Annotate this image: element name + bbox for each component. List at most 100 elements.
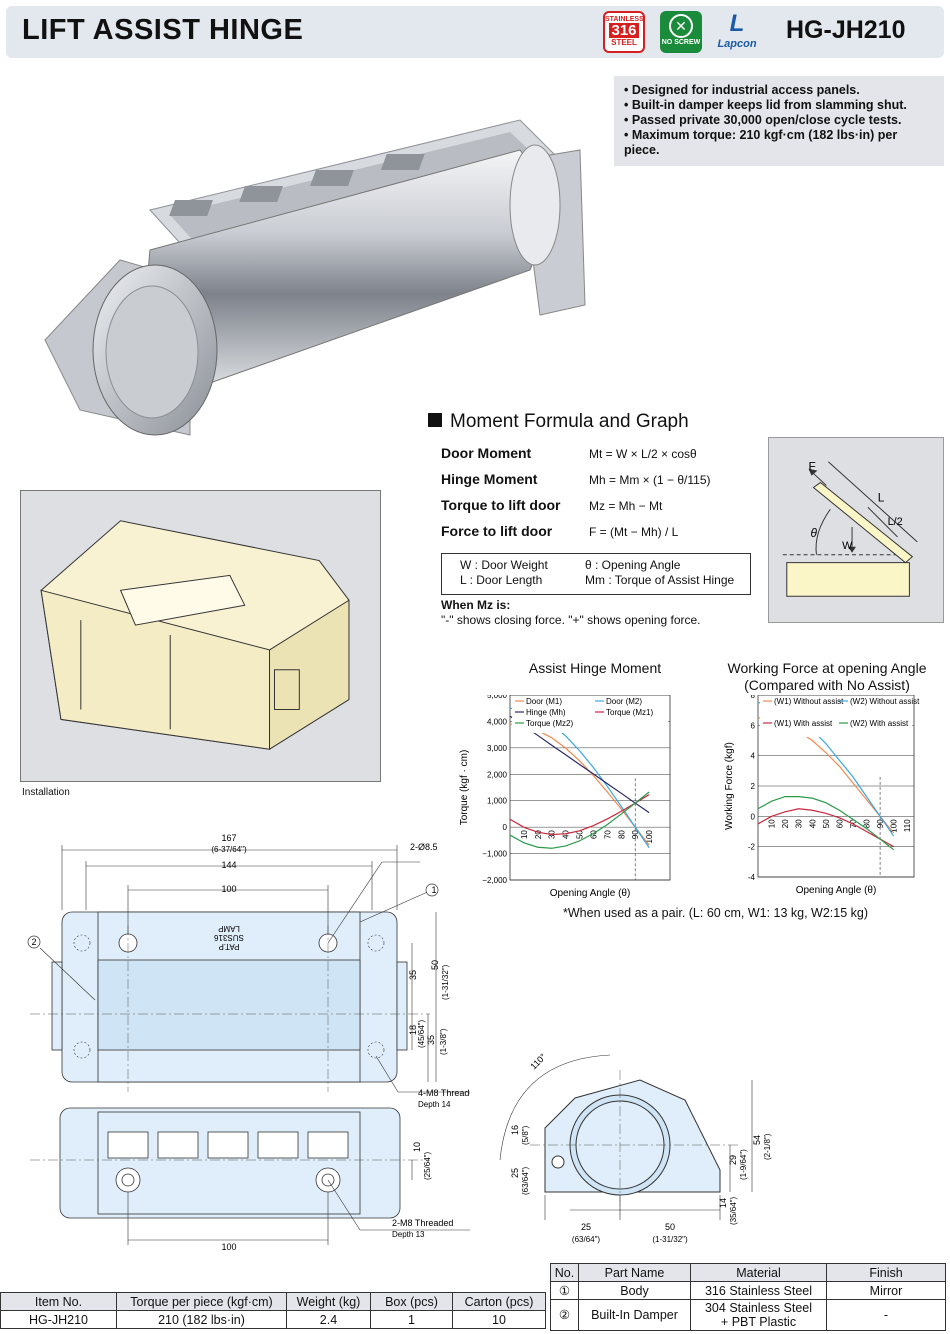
dim-100: 100 [221,884,236,894]
x-tick-label: 40 [808,819,817,828]
badge-stainless-top: STAINLESS [605,16,644,23]
lapcon-mark: L [729,10,745,37]
parts-cell: 304 Stainless Steel + PBT Plastic [690,1299,827,1331]
y-tick-label: 2 [751,782,756,791]
when-title: When Mz is: [441,598,511,612]
table-row: ② Built-In Damper 304 Stainless Steel + … [550,1299,946,1331]
left-chart-title: Assist Hinge Moment [528,660,662,676]
spec-cell: 10 [452,1310,546,1329]
badge-noscrew-label: NO SCREW [661,39,701,46]
parts-cell: ① [550,1281,579,1300]
dim-35: 35 [408,970,418,980]
diagram-f-label: F [809,460,816,474]
thread-4-m8-depth: Depth 14 [418,1100,451,1109]
y-tick-label: 4 [751,752,756,761]
legend-label: Torque (Mz1) [606,708,653,717]
hinge-product-image [44,119,586,436]
x-tick-label: 80 [617,830,626,839]
legend-box [760,697,912,737]
stamp-patp: PAT.P [218,942,239,951]
x-tick-label: 100 [645,830,654,844]
dim-14-inch: (35/64") [729,1196,738,1225]
parts-cell: Mirror [826,1281,946,1300]
thread-2-m8-depth: Depth 13 [392,1230,425,1239]
part-callout-2: 2 [31,937,36,947]
series-line [509,791,650,849]
legend-theta: θ : Opening Angle [585,558,681,572]
formula-expression: F = (Mt − Mh) / L [589,525,679,539]
lid-force-diagram: F L L/2 θ W [768,437,944,623]
parts-header: Finish [826,1263,946,1282]
table-row: ① Body 316 Stainless Steel Mirror [550,1281,946,1300]
thread-2-m8: 2-M8 Threaded [392,1218,453,1228]
stamp-lamp: LAMP [218,924,240,933]
model-number: HG-JH210 [786,16,906,44]
series-line [757,796,895,851]
y-tick-label: 1,000 [487,797,508,806]
legend-label: Hinge (Mh) [526,708,566,717]
y-tick-label: -4 [748,873,756,882]
spec-table: Item No. Torque per piece (kgf·cm) Weigh… [0,1292,546,1329]
y-tick-label: −2,000 [482,876,507,885]
legend-box [512,697,668,733]
dim-29: 29 [728,1155,738,1165]
parts-cell: ② [550,1299,579,1331]
formula-label: Torque to lift door [441,497,561,513]
x-tick-label: 30 [795,819,804,828]
legend-label: (W2) With assist [850,719,909,728]
dim-167-inch: (6-37/64") [211,845,247,854]
formula-label: Hinge Moment [441,471,538,487]
x-tick-label: 20 [781,819,790,828]
y-tick-label: 6 [751,721,756,730]
legend-l: L : Door Length [460,573,543,587]
x-tick-label: 60 [835,819,844,828]
spec-header: Box (pcs) [370,1292,453,1311]
spec-header: Weight (kg) [286,1292,371,1311]
x-tick-label: 50 [576,830,585,839]
legend-label: (W1) Without assist [774,697,844,706]
section-square-icon [428,413,442,427]
series-line [757,808,894,848]
dim-25-bottom: 25 [581,1222,591,1232]
y-tick-label: 0 [503,823,508,832]
dim-10: 10 [412,1142,422,1152]
y-tick-label: 2,000 [487,770,508,779]
dim-29-inch: (1-9/64") [739,1149,748,1180]
parts-header: Part Name [578,1263,691,1282]
formula-expression: Mt = W × L/2 × cosθ [589,447,697,461]
feature-item: Maximum torque: 210 kgf·cm (182 lbs·in) … [624,128,934,158]
variable-legend: W : Door Weight L : Door Length θ : Open… [441,553,751,595]
legend-label: Door (M2) [606,697,642,706]
dim-16-inch: (5/8") [521,1125,530,1145]
right-chart-title: Working Force at opening Angle (Compared… [727,660,927,693]
installation-illustration [20,490,381,782]
x-tick-label: 70 [603,830,612,839]
parts-header: No. [550,1263,579,1282]
side-section-drawing: 110° 16 (5/8") 25 (63/64") 54 (2-1/8") 2… [499,1051,772,1244]
y-tick-label: -2 [748,843,756,852]
feature-item: Passed private 30,000 open/close cycle t… [624,113,934,128]
x-tick-label: 10 [768,819,777,828]
dim-holes: 2-Ø8.5 [410,842,438,852]
dim-10-inch: (25/64") [423,1151,432,1180]
dim-16: 16 [510,1125,520,1135]
x-tick-label: 50 [822,819,831,828]
page-title: LIFT ASSIST HINGE [22,14,304,46]
y-tick-label: −1,000 [482,850,507,859]
badge-stainless-num: 316 [609,23,639,38]
mz-sign-note: When Mz is: "-" shows closing force. "+"… [441,598,701,628]
x-tick-label: 80 [863,819,872,828]
formula-expression: Mz = Mh − Mt [589,499,663,513]
moment-section-title: Moment Formula and Graph [428,411,689,433]
table-row: HG-JH210 210 (182 lbs·in) 2.4 1 10 [0,1310,546,1329]
dim-35b: 35 [426,1035,436,1045]
y-tick-label: 0 [751,812,756,821]
lapcon-label: Lapcon [717,38,757,50]
dim-35-inch: (1-3/8") [439,1028,448,1055]
dim-50-bottom: 50 [665,1222,675,1232]
parts-cell: Built-In Damper [578,1299,691,1331]
x-tick-label: 110 [903,819,912,832]
y-tick-label: 5,000 [487,695,508,700]
parts-table: No. Part Name Material Finish ① Body 316… [550,1263,946,1331]
